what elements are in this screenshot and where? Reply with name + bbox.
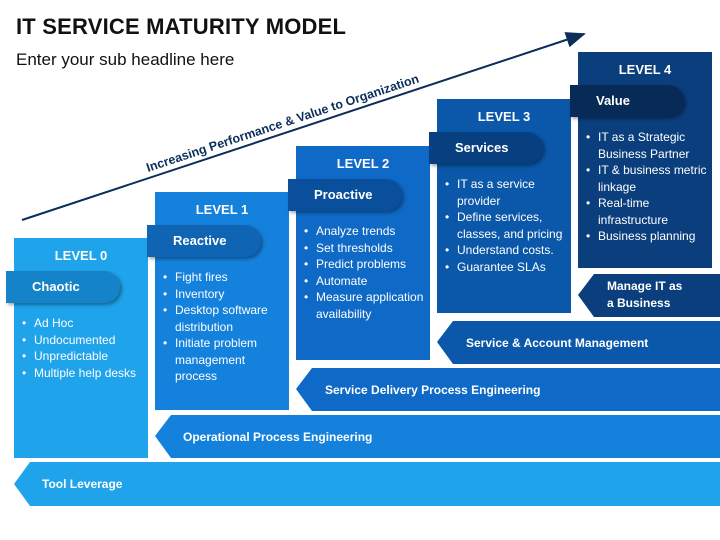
- list-item: Multiple help desks: [22, 365, 144, 382]
- band-tool-leverage: [14, 462, 720, 506]
- list-item: Define services, classes, and pricing: [445, 209, 569, 242]
- level-4-label: LEVEL 4: [618, 62, 672, 77]
- list-item: Undocumented: [22, 332, 144, 349]
- band-label-tool-leverage: Tool Leverage: [42, 477, 123, 491]
- list-item: Real-time infrastructure: [586, 195, 710, 228]
- level-2-bullets: Analyze trends Set thresholds Predict pr…: [304, 223, 428, 322]
- list-item: IT as a Strategic Business Partner: [586, 129, 710, 162]
- level-0-stage-tab: Chaotic: [6, 271, 120, 303]
- level-1-card: LEVEL 1 Reactive Fight fires Inventory D…: [147, 192, 289, 410]
- band-label-manage-it-line1: Manage IT as: [607, 279, 683, 293]
- level-1-stage-tab: Reactive: [147, 225, 261, 257]
- page-subtitle: Enter your sub headline here: [16, 50, 235, 69]
- page-title: IT SERVICE MATURITY MODEL: [16, 14, 347, 39]
- list-item: IT as a service provider: [445, 176, 569, 209]
- level-2-card: LEVEL 2 Proactive Analyze trends Set thr…: [288, 146, 430, 360]
- level-4-stage-tab: Value: [570, 85, 684, 117]
- list-item: Inventory: [163, 286, 287, 303]
- level-0-label: LEVEL 0: [54, 248, 108, 263]
- list-item: Analyze trends: [304, 223, 428, 240]
- list-item: Ad Hoc: [22, 315, 144, 332]
- list-item: Desktop software distribution: [163, 302, 287, 335]
- level-3-bullets: IT as a service provider Define services…: [445, 176, 569, 275]
- band-label-service-account-management: Service & Account Management: [466, 336, 648, 350]
- level-4-card: LEVEL 4 Value IT as a Strategic Business…: [570, 52, 712, 268]
- list-item: Business planning: [586, 228, 710, 245]
- band-label-manage-it-line2: a Business: [607, 296, 671, 310]
- list-item: Unpredictable: [22, 348, 144, 365]
- list-item: Understand costs.: [445, 242, 569, 259]
- list-item: Predict problems: [304, 256, 428, 273]
- level-1-bullets: Fight fires Inventory Desktop software d…: [163, 269, 287, 385]
- level-0-card: LEVEL 0 Chaotic Ad Hoc Undocumented Unpr…: [6, 238, 148, 458]
- band-manage-it-as-a-business: [578, 274, 720, 317]
- list-item: Guarantee SLAs: [445, 259, 569, 276]
- level-2-label: LEVEL 2: [336, 156, 390, 171]
- level-2-stage-tab: Proactive: [288, 179, 402, 211]
- list-item: IT & business metric linkage: [586, 162, 710, 195]
- level-3-card: LEVEL 3 Services IT as a service provide…: [429, 99, 571, 313]
- level-1-label: LEVEL 1: [195, 202, 249, 217]
- list-item: Automate: [304, 273, 428, 290]
- band-operational-process-engineering: [155, 415, 720, 458]
- level-0-bullets: Ad Hoc Undocumented Unpredictable Multip…: [22, 315, 144, 381]
- list-item: Measure application availability: [304, 289, 428, 322]
- level-3-label: LEVEL 3: [477, 109, 531, 124]
- band-service-delivery-process-engineering: [296, 368, 720, 411]
- level-3-stage-tab: Services: [429, 132, 543, 164]
- band-label-operational-process-engineering: Operational Process Engineering: [183, 430, 372, 444]
- list-item: Initiate problem management process: [163, 335, 287, 385]
- list-item: Fight fires: [163, 269, 287, 286]
- band-label-service-delivery-process-engineering: Service Delivery Process Engineering: [325, 383, 540, 397]
- trend-arrow: [21, 32, 586, 221]
- list-item: Set thresholds: [304, 240, 428, 257]
- band-service-account-management: [437, 321, 720, 364]
- level-4-bullets: IT as a Strategic Business Partner IT & …: [586, 129, 710, 245]
